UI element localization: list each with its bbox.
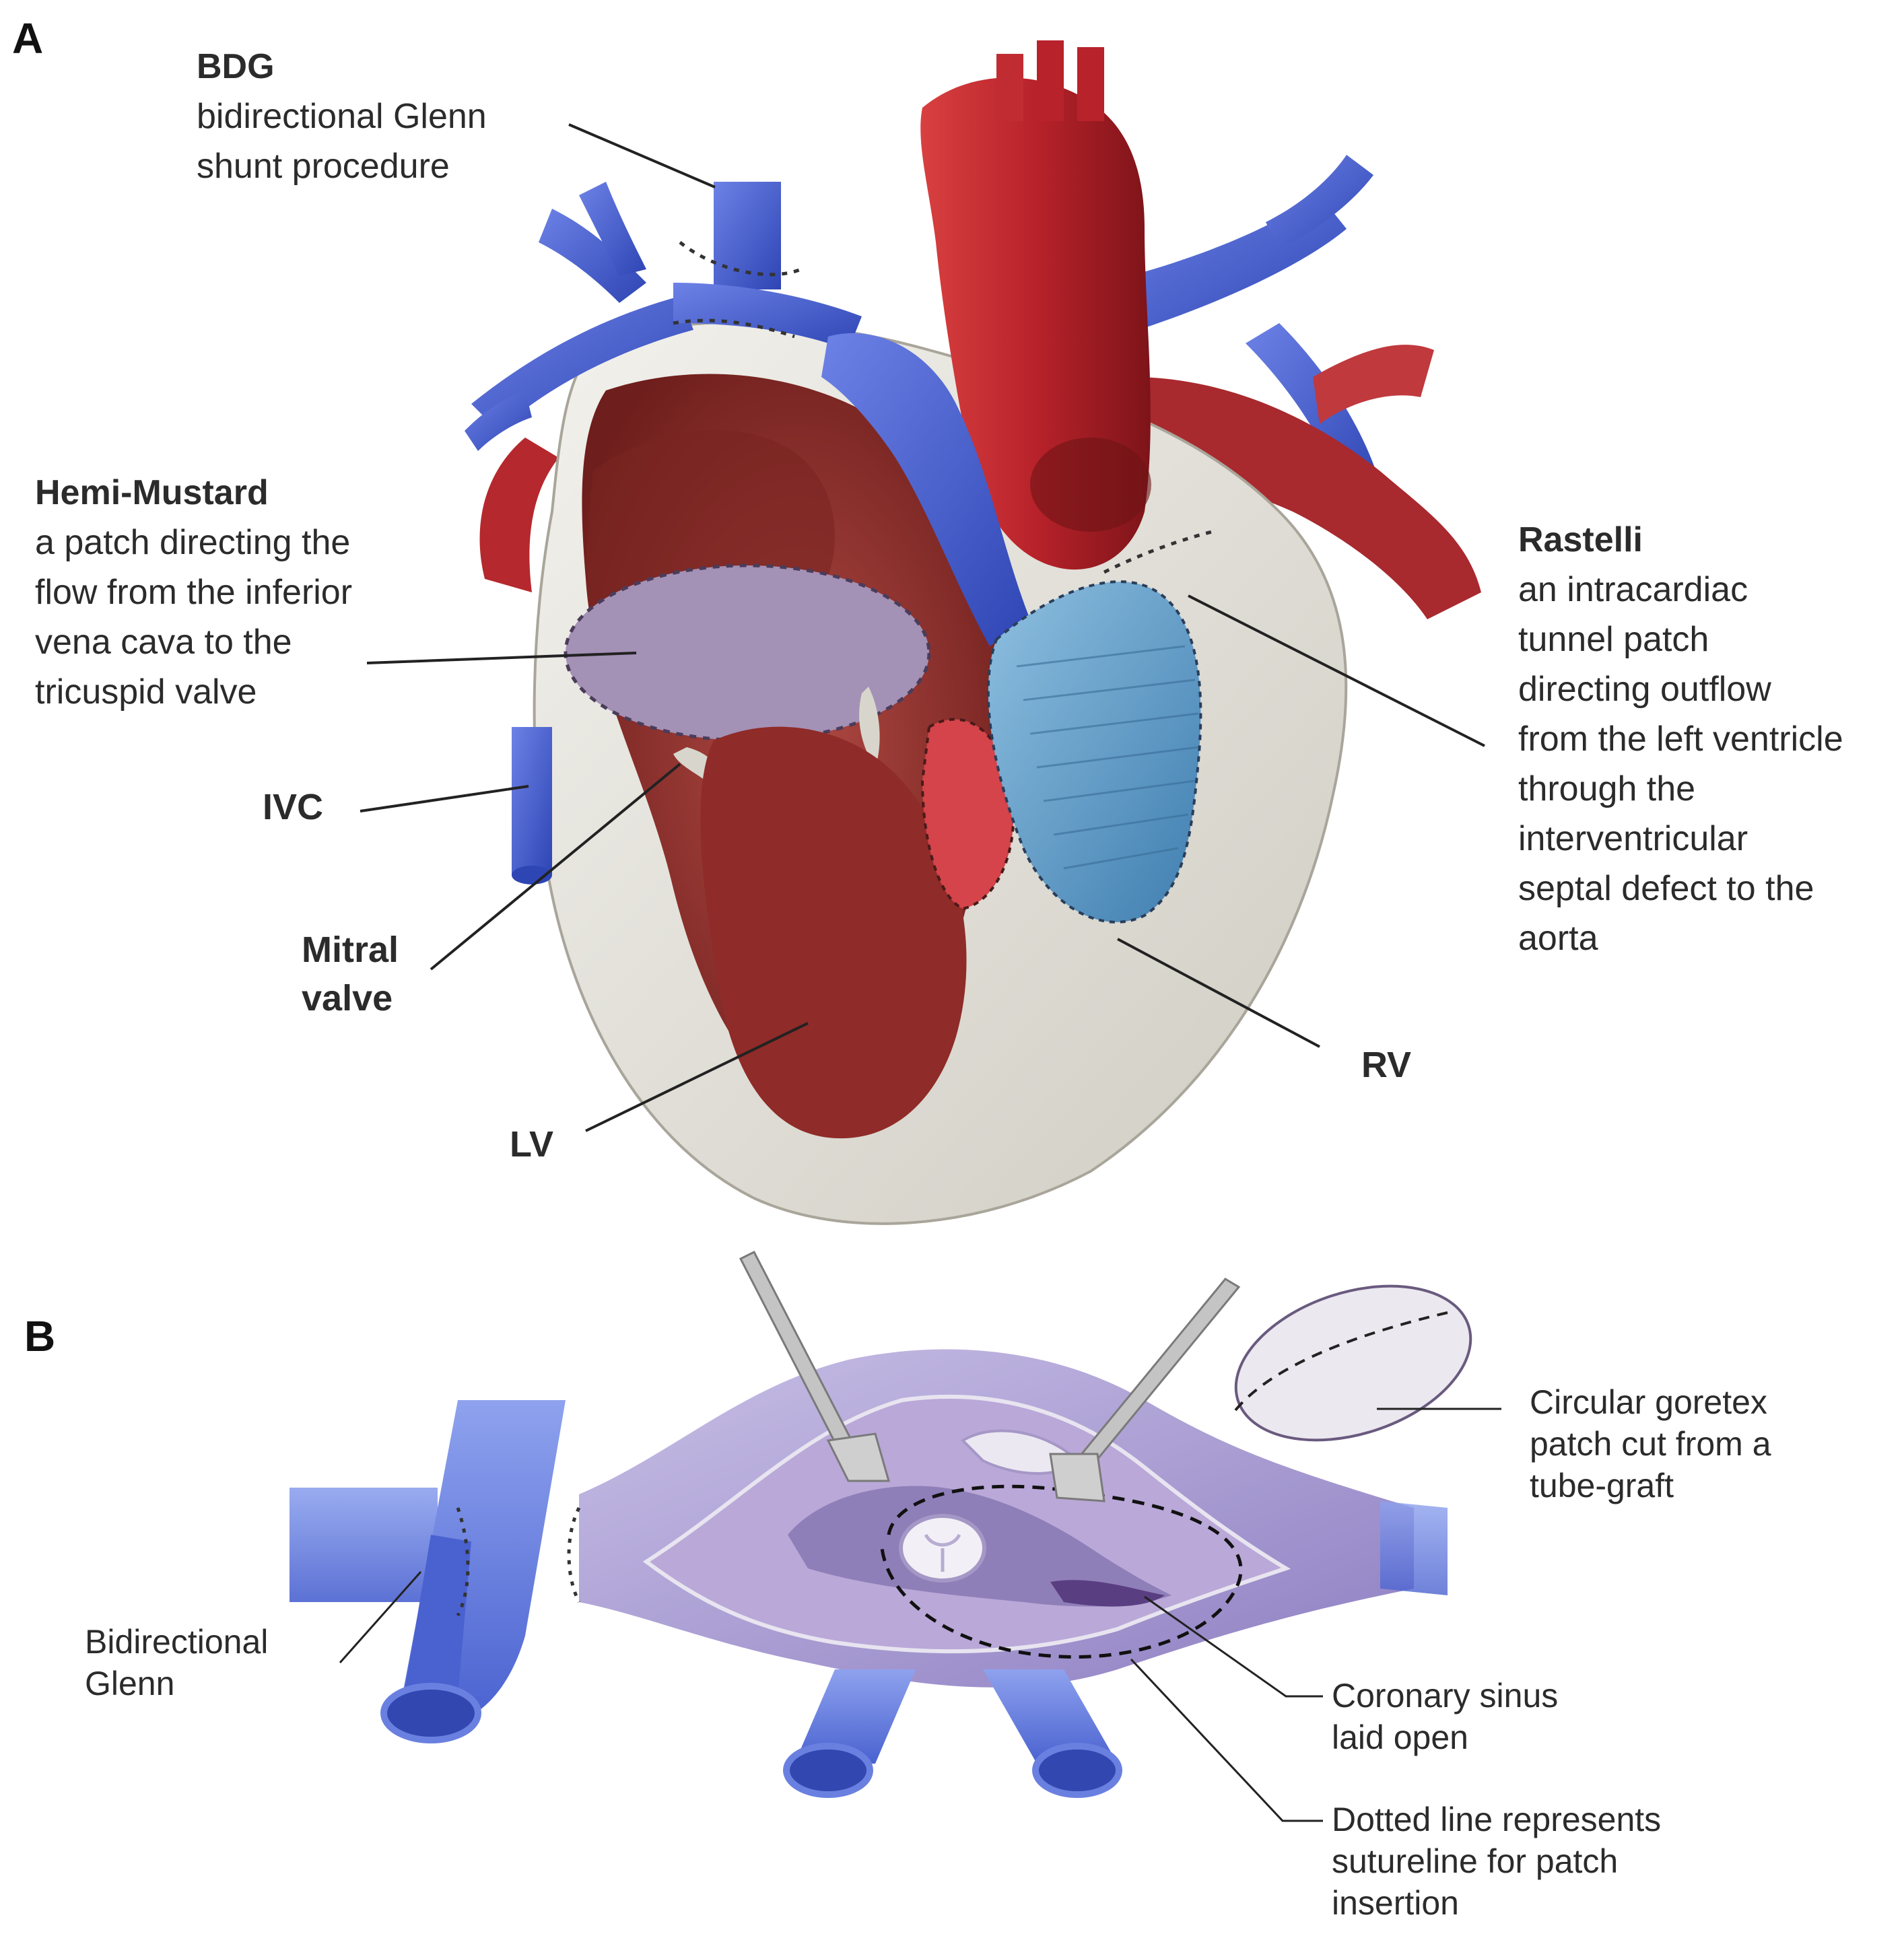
retractor-left [739,1250,890,1482]
lv-label: LV [510,1124,553,1165]
goretex-patch [1234,1284,1472,1442]
retractor-right [1049,1278,1241,1502]
panel-a-leader-lines [360,123,1485,1132]
bidirectional-glenn-label: Bidirectional Glenn [85,1623,269,1702]
rastelli-title: Rastelli [1518,520,1643,559]
bdg-annotation: BDG bidirectional Glenn shunt procedure [197,42,487,191]
panel-b-leader-lines [339,1408,1501,1822]
ivc-vessel [512,727,552,875]
rv-label: RV [1361,1045,1412,1085]
bdg-description: bidirectional Glenn shunt procedure [197,97,487,186]
goretex-patch-label: Circular goretex patch cut from a tube-g… [1530,1383,1771,1504]
ivc-label: IVC [263,787,324,827]
rastelli-annotation: Rastelli an intracardiac tunnel patch di… [1518,515,1843,963]
coronary-sinus [1050,1580,1165,1607]
rastelli-description: an intracardiac tunnel patch directing o… [1518,570,1843,958]
hemi-mustard-title: Hemi-Mustard [35,473,269,512]
panel-b-illustration [290,1250,1472,1798]
mitral-valve-label: Mitral valve [302,930,399,1018]
bdg-title: BDG [197,47,275,86]
coronary-sinus-label: Coronary sinus laid open [1332,1677,1559,1756]
rastelli-conduit [986,580,1202,924]
hemi-mustard-annotation: Hemi-Mustard a patch directing the flow … [35,468,352,717]
heart-illustration [465,40,1481,1225]
panel-label-a: A [12,14,44,63]
hemi-mustard-description: a patch directing the flow from the infe… [35,523,353,712]
dotted-line-label: Dotted line represents sutureline for pa… [1332,1801,1662,1922]
panel-label-b: B [24,1312,56,1360]
patch-suture-dotted-line [880,1484,1243,1659]
